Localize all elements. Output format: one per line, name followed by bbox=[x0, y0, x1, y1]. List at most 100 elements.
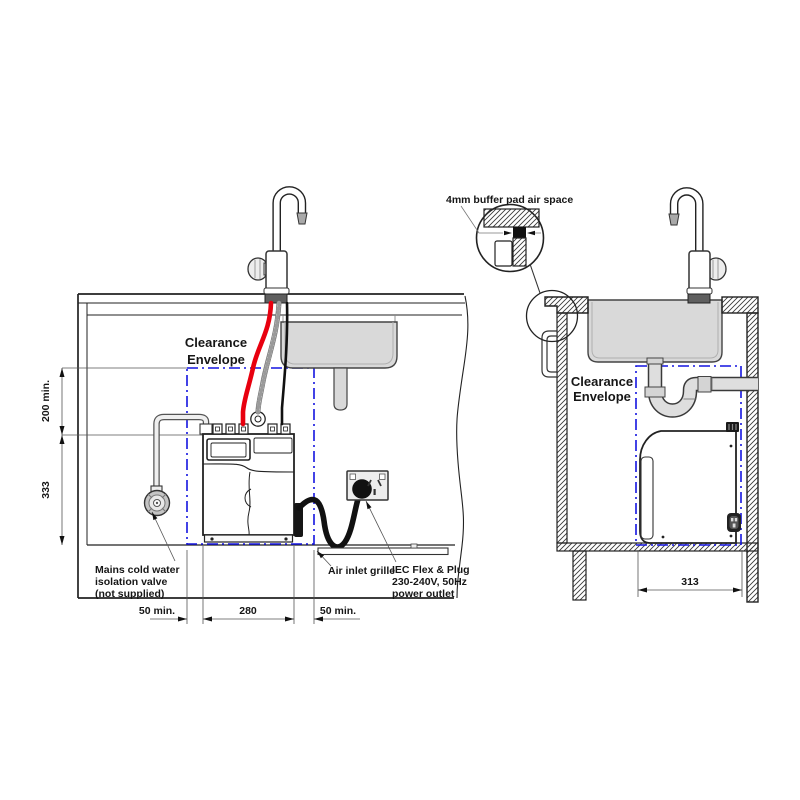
bottom-dimensions: 50 min. 280 50 min. bbox=[139, 546, 360, 624]
tap-body-front bbox=[265, 250, 288, 294]
leader-arrow bbox=[152, 512, 158, 521]
unit-door-split-line bbox=[247, 471, 251, 536]
unit-front-panel-side bbox=[640, 456, 654, 540]
tap-handle-ridges bbox=[254, 259, 261, 279]
tap-side bbox=[668, 187, 727, 304]
iec-pin bbox=[731, 518, 734, 522]
unit-screw bbox=[729, 534, 733, 538]
unit-foot-screw bbox=[210, 537, 214, 541]
trap-joint-lines bbox=[683, 377, 713, 400]
dim-50-left: 50 min. bbox=[139, 605, 175, 617]
counter-section-left bbox=[544, 296, 589, 314]
tap-cable-black bbox=[280, 301, 289, 426]
sink-clip-lines bbox=[282, 315, 396, 322]
outlet-pin-slots bbox=[367, 479, 382, 487]
dim-333: 333 bbox=[40, 481, 52, 499]
drain-p-trap bbox=[644, 357, 758, 418]
dimension-extension-lines bbox=[186, 546, 315, 624]
braided-hose-weave bbox=[256, 301, 281, 414]
dim-arrow bbox=[178, 616, 187, 622]
unit-screw bbox=[661, 535, 665, 539]
unit-power-connector bbox=[294, 503, 303, 537]
dim-arrow bbox=[733, 587, 742, 593]
cabinet-back-wall-section bbox=[746, 312, 759, 603]
sink-bowl-front bbox=[280, 321, 398, 369]
dimension-lines-depth bbox=[637, 550, 743, 597]
valve-leader bbox=[151, 511, 176, 562]
leader-arrow bbox=[317, 551, 325, 559]
unit-door-recess bbox=[244, 488, 252, 508]
clearance-envelope-label-front-line2: Envelope bbox=[187, 352, 245, 367]
dim-arrow bbox=[59, 368, 65, 377]
detail-counter-section bbox=[483, 208, 540, 228]
valve-label-line2: isolation valve bbox=[95, 576, 168, 588]
outlet-screw bbox=[349, 473, 356, 480]
iec-leader bbox=[365, 500, 397, 563]
tap-base-flange-side bbox=[686, 287, 713, 295]
unit-body-side bbox=[639, 430, 737, 544]
dim-280: 280 bbox=[239, 605, 257, 617]
counter-section-right bbox=[721, 296, 759, 314]
under-sink-unit-front bbox=[202, 411, 295, 543]
vertical-dimensions: 200 min. 333 bbox=[40, 367, 205, 545]
valve-label-line3: (not supplied) bbox=[95, 588, 164, 600]
tap-tubes bbox=[240, 300, 289, 427]
outlet-screw bbox=[379, 473, 386, 480]
detail-connector-line bbox=[529, 263, 541, 294]
dim-arrow bbox=[59, 536, 65, 545]
valve-knurl-ticks bbox=[147, 493, 167, 513]
trap-union-nut bbox=[644, 386, 666, 398]
leader-arrow bbox=[366, 501, 372, 510]
inlet-tube-body bbox=[154, 415, 208, 489]
sink-front bbox=[280, 315, 398, 411]
outlet-earth-slot bbox=[373, 489, 376, 495]
iec-label-line1: IEC Flex & Plug bbox=[392, 564, 470, 576]
tap-spout-tip bbox=[296, 212, 308, 225]
clearance-envelope-label-front-line1: Clearance bbox=[185, 335, 247, 350]
hot-water-tube-red bbox=[240, 300, 274, 427]
unit-filter-fitting-core bbox=[254, 415, 262, 423]
tap-counter-ferrule-side bbox=[687, 293, 711, 304]
trap-elbow-nut bbox=[697, 376, 712, 393]
valve-handle-center bbox=[155, 501, 159, 505]
tap-handle-side-ridges bbox=[712, 259, 719, 279]
leader-arrow bbox=[504, 230, 512, 236]
dim-arrow bbox=[203, 616, 212, 622]
tap-gooseneck-body-side bbox=[671, 188, 703, 294]
tap-gooseneck-body bbox=[273, 187, 305, 294]
dim-200-min: 200 min. bbox=[40, 380, 52, 422]
tap-base-flange bbox=[263, 287, 290, 295]
clearance-envelope-box-side bbox=[635, 365, 742, 546]
iec-pin bbox=[734, 518, 738, 522]
power-plug bbox=[352, 479, 372, 499]
buffer-pad-label: 4mm buffer pad air space bbox=[446, 194, 573, 206]
valve-label-line1: Mains cold water bbox=[95, 564, 180, 576]
dim-arrow bbox=[59, 435, 65, 444]
depth-dimension: 313 bbox=[637, 550, 743, 597]
unit-top-fittings bbox=[212, 423, 291, 435]
unit-screw bbox=[729, 444, 733, 448]
leader-arrow bbox=[527, 230, 535, 236]
detail-circle-source bbox=[525, 289, 579, 343]
trap-flange bbox=[646, 357, 664, 365]
detail-unit-corner bbox=[494, 240, 513, 267]
detail-panel-section bbox=[512, 237, 527, 267]
door-handle-side bbox=[541, 330, 558, 378]
cabinet-leg bbox=[572, 550, 587, 601]
tap-spout-tip-side bbox=[668, 213, 680, 226]
unit-top-terminal-slots bbox=[728, 424, 737, 430]
front-view: Clearance Envelope 200 min. 333 bbox=[40, 186, 470, 624]
detail-buffer-pad bbox=[513, 227, 526, 238]
clearance-envelope-label-side-line2: Envelope bbox=[573, 389, 631, 404]
side-view: Clearance Envelope bbox=[446, 187, 759, 603]
front-view-labels: Mains cold water isolation valve (not su… bbox=[95, 564, 470, 600]
dim-arrow bbox=[314, 616, 323, 622]
tap-counter-ferrule bbox=[264, 293, 288, 304]
sink-bowl-side bbox=[587, 299, 723, 363]
tap-body-side bbox=[688, 250, 711, 294]
unit-foot-screw bbox=[284, 537, 288, 541]
iec-label-line2: 230-240V, 50Hz bbox=[392, 576, 467, 588]
power-connection bbox=[294, 470, 389, 550]
